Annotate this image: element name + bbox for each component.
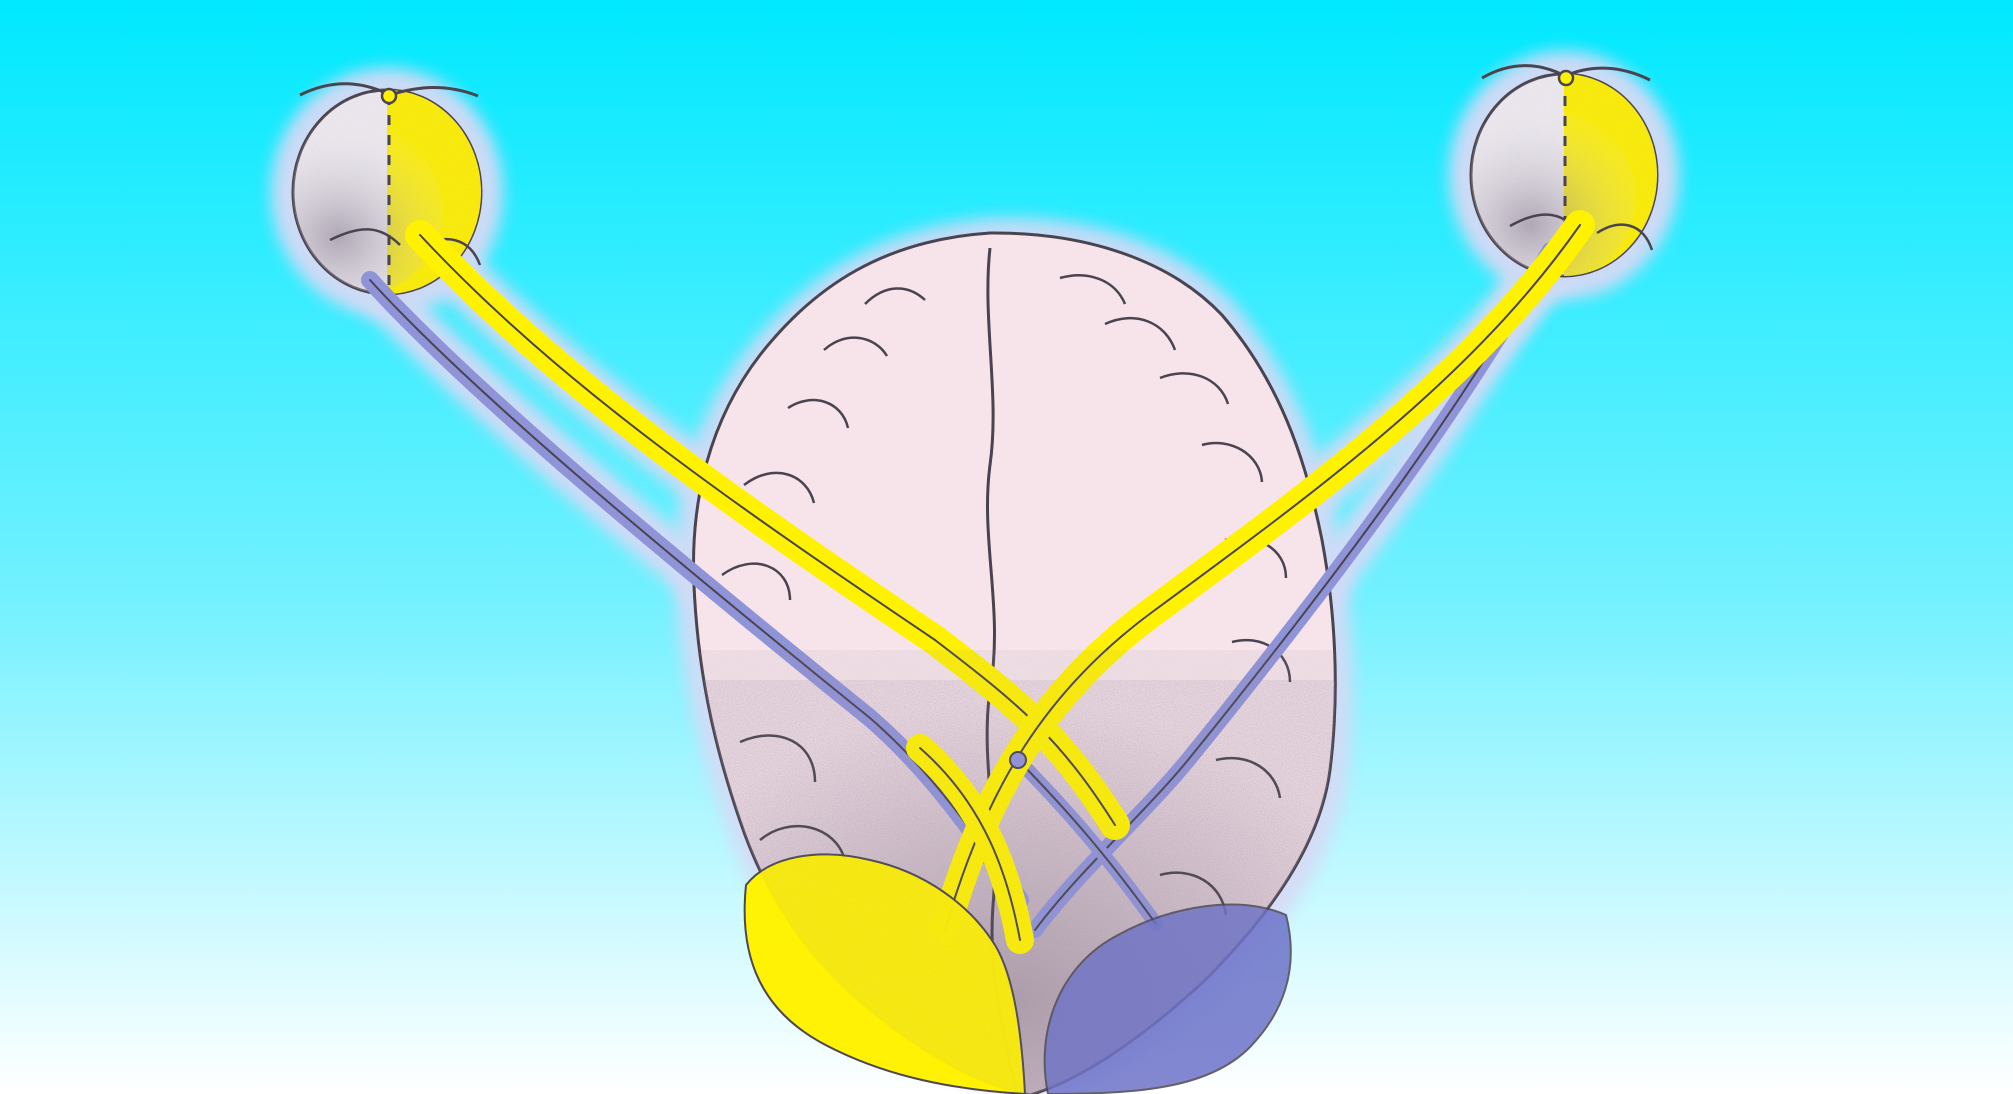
illustration-frame bbox=[0, 0, 2013, 1094]
visual-pathway-illustration bbox=[0, 0, 2013, 1094]
